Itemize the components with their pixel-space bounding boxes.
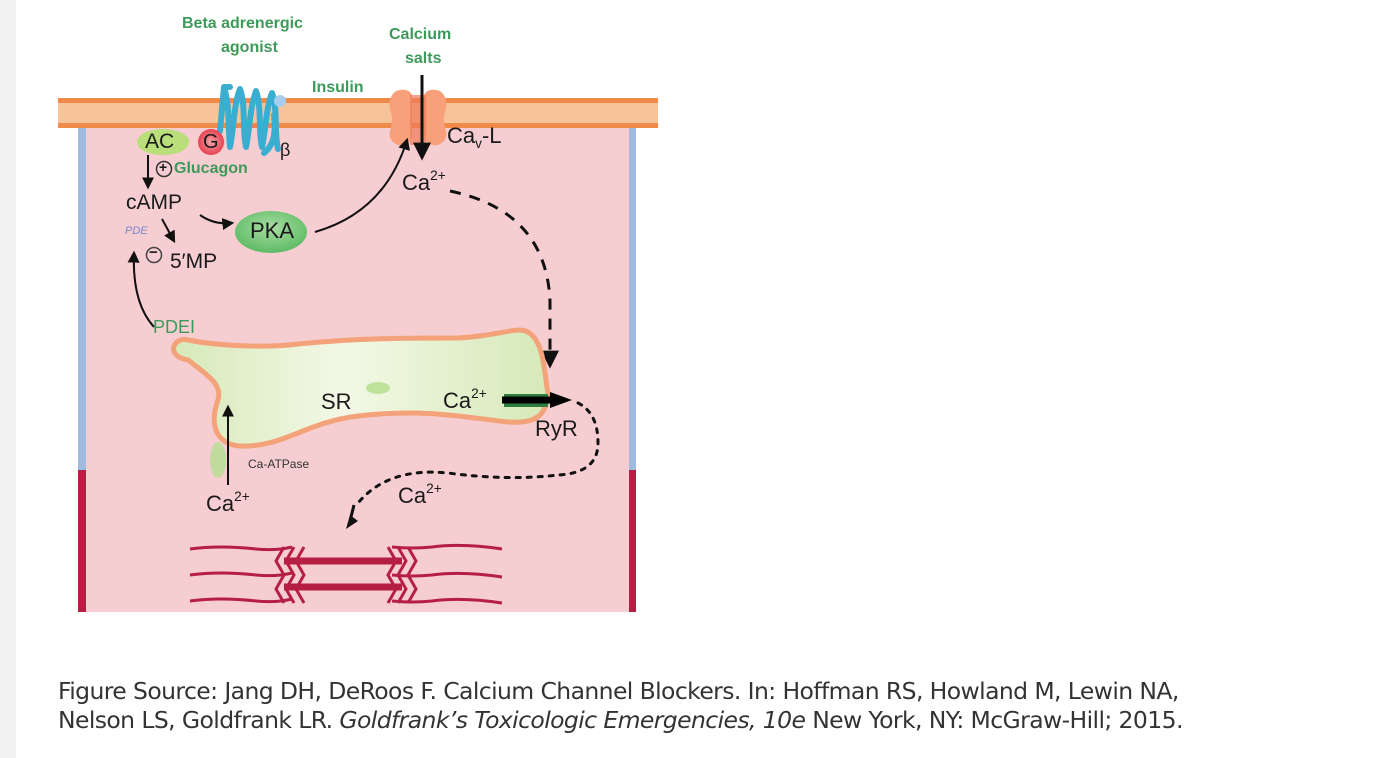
camp-label: cAMP bbox=[126, 191, 183, 214]
receptor-ligand bbox=[274, 95, 286, 107]
ryr-label: RyR bbox=[535, 416, 578, 441]
pka-label: PKA bbox=[250, 218, 295, 243]
plus-sign: + bbox=[159, 159, 168, 175]
sarcolemma-right-red bbox=[629, 470, 636, 612]
cardiac-myocyte-diagram: Beta adrenergic agonist Calcium salts In… bbox=[58, 15, 658, 615]
figure-caption: Figure Source: Jang DH, DeRoos F. Calciu… bbox=[58, 677, 1358, 735]
calcium-to-ryr-path bbox=[449, 189, 559, 369]
caption-line-1: Figure Source: Jang DH, DeRoos F. Calciu… bbox=[58, 677, 1179, 705]
sarcolemma-left-blue bbox=[78, 128, 86, 470]
beta-symbol: β bbox=[280, 140, 291, 160]
diagram-graphics bbox=[58, 75, 658, 612]
five-mp-label: 5′MP bbox=[170, 250, 218, 273]
l-type-calcium-channel bbox=[389, 89, 447, 146]
ac-label: AC bbox=[145, 130, 175, 153]
pdei-label: PDEI bbox=[153, 317, 196, 337]
sarcolemma-right-blue bbox=[629, 128, 636, 470]
page-left-gutter bbox=[0, 0, 16, 758]
g-label: G bbox=[203, 131, 219, 153]
sr-calcium-label: Ca2+ bbox=[443, 386, 487, 413]
cav-l-label: Cav-L bbox=[447, 123, 502, 151]
caption-line-2: Nelson LS, Goldfrank LR. Goldfrank’s Tox… bbox=[58, 706, 1183, 734]
pde-label: PDE bbox=[125, 225, 148, 237]
beta-agonist-label: Beta adrenergic bbox=[182, 15, 303, 32]
calcium-salts-label-line2: salts bbox=[405, 50, 442, 67]
sr-label: SR bbox=[321, 389, 352, 414]
sarcolemma-left-red bbox=[78, 470, 86, 612]
plus-sign-circle bbox=[155, 160, 173, 178]
book-title: Goldfrank’s Toxicologic Emergencies, 10e bbox=[339, 706, 806, 734]
released-calcium-label: Ca2+ bbox=[398, 481, 442, 508]
minus-sign: − bbox=[149, 244, 158, 261]
atpase-calcium-label: Ca2+ bbox=[206, 489, 250, 516]
ca-atpase-pump bbox=[210, 442, 226, 478]
insulin-label: Insulin bbox=[312, 79, 364, 96]
beta-agonist-label-line2: agonist bbox=[221, 39, 278, 56]
sarcomere bbox=[189, 543, 503, 605]
cytosolic-calcium-label: Ca2+ bbox=[402, 168, 446, 195]
pka-enzyme bbox=[235, 211, 307, 253]
ca-atpase-label: Ca-ATPase bbox=[248, 457, 310, 471]
minus-sign-circle bbox=[145, 246, 163, 264]
g-protein bbox=[198, 129, 224, 155]
glucagon-label: Glucagon bbox=[174, 160, 248, 177]
calcium-salts-label: Calcium bbox=[389, 26, 452, 43]
calcium-release-path bbox=[356, 401, 600, 505]
adenylyl-cyclase bbox=[137, 129, 189, 155]
beta-receptor bbox=[217, 84, 281, 156]
